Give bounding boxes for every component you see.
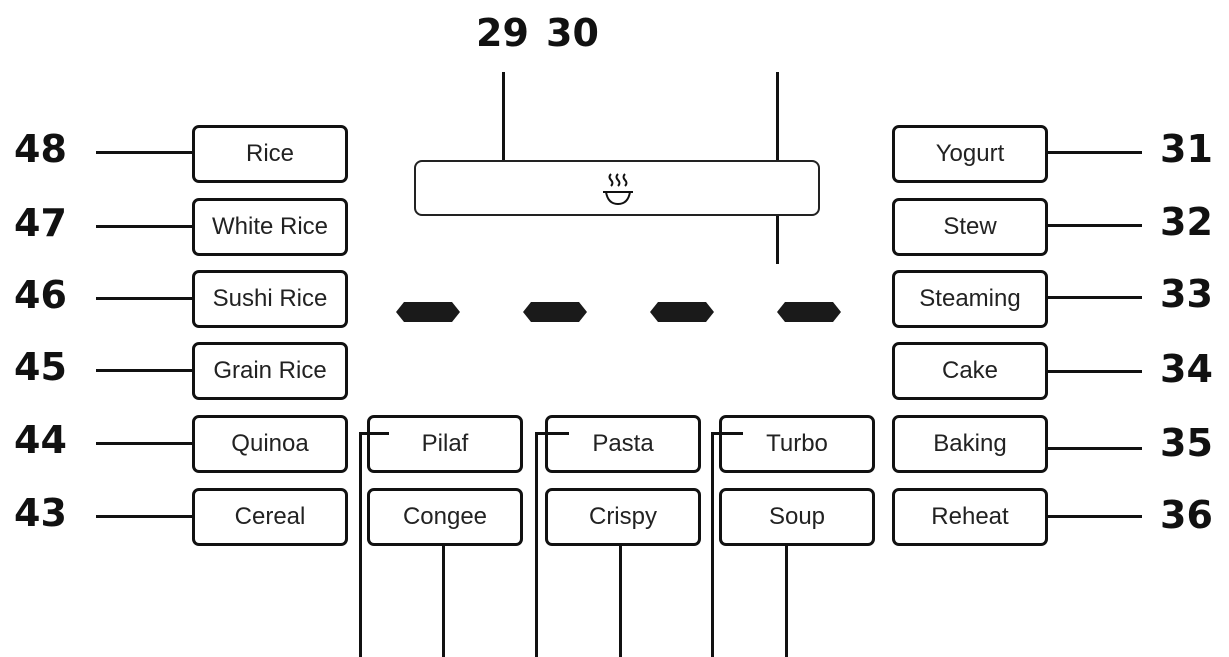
- leader-line-32: [1046, 224, 1142, 227]
- reheat-button[interactable]: Reheat: [892, 488, 1048, 546]
- digit-segment-1: [396, 302, 460, 322]
- crispy-button[interactable]: Crispy: [545, 488, 701, 546]
- leader-line-36: [1046, 515, 1142, 518]
- callout-48: 48: [14, 127, 67, 171]
- leader-line-33: [1046, 296, 1142, 299]
- rice-button[interactable]: Rice: [192, 125, 348, 183]
- digit-segment-3: [650, 302, 714, 322]
- steaming-button[interactable]: Steaming: [892, 270, 1048, 328]
- yogurt-button[interactable]: Yogurt: [892, 125, 1048, 183]
- sushi-rice-button[interactable]: Sushi Rice: [192, 270, 348, 328]
- steaming-bowl-icon: [603, 173, 633, 206]
- cereal-button[interactable]: Cereal: [192, 488, 348, 546]
- callout-30: 30: [546, 11, 599, 55]
- leader-line-46: [96, 297, 194, 300]
- leader-line-47: [96, 225, 194, 228]
- callout-33: 33: [1160, 272, 1213, 316]
- leader-line-crispy: [619, 546, 622, 657]
- callout-32: 32: [1160, 200, 1213, 244]
- baking-button[interactable]: Baking: [892, 415, 1048, 473]
- leader-line-29: [502, 72, 505, 160]
- callout-34: 34: [1160, 347, 1213, 391]
- leader-line-turbo: [711, 432, 714, 657]
- callout-29: 29: [476, 11, 529, 55]
- cake-button[interactable]: Cake: [892, 342, 1048, 400]
- callout-31: 31: [1160, 127, 1213, 171]
- white-rice-button[interactable]: White Rice: [192, 198, 348, 256]
- display-window: [414, 160, 820, 216]
- leader-line-pasta: [535, 432, 538, 657]
- digit-segment-2: [523, 302, 587, 322]
- soup-button[interactable]: Soup: [719, 488, 875, 546]
- callout-44: 44: [14, 418, 67, 462]
- callout-43: 43: [14, 491, 67, 535]
- leader-hook-pilaf: [359, 432, 389, 435]
- callout-45: 45: [14, 345, 67, 389]
- leader-line-pilaf: [359, 432, 362, 657]
- leader-line-35: [1046, 447, 1142, 450]
- callout-35: 35: [1160, 421, 1213, 465]
- leader-line-34: [1046, 370, 1142, 373]
- congee-button[interactable]: Congee: [367, 488, 523, 546]
- leader-line-congee: [442, 546, 445, 657]
- callout-36: 36: [1160, 493, 1213, 537]
- quinoa-button[interactable]: Quinoa: [192, 415, 348, 473]
- callout-46: 46: [14, 273, 67, 317]
- leader-line-31: [1046, 151, 1142, 154]
- turbo-button[interactable]: Turbo: [719, 415, 875, 473]
- stew-button[interactable]: Stew: [892, 198, 1048, 256]
- callout-47: 47: [14, 201, 67, 245]
- leader-hook-turbo: [711, 432, 743, 435]
- digit-segment-4: [777, 302, 841, 322]
- leader-hook-pasta: [535, 432, 569, 435]
- leader-line-43: [96, 515, 194, 518]
- leader-line-48: [96, 151, 194, 154]
- pasta-button[interactable]: Pasta: [545, 415, 701, 473]
- leader-line-45: [96, 369, 194, 372]
- leader-line-soup: [785, 546, 788, 657]
- leader-line-44: [96, 442, 194, 445]
- grain-rice-button[interactable]: Grain Rice: [192, 342, 348, 400]
- pilaf-button[interactable]: Pilaf: [367, 415, 523, 473]
